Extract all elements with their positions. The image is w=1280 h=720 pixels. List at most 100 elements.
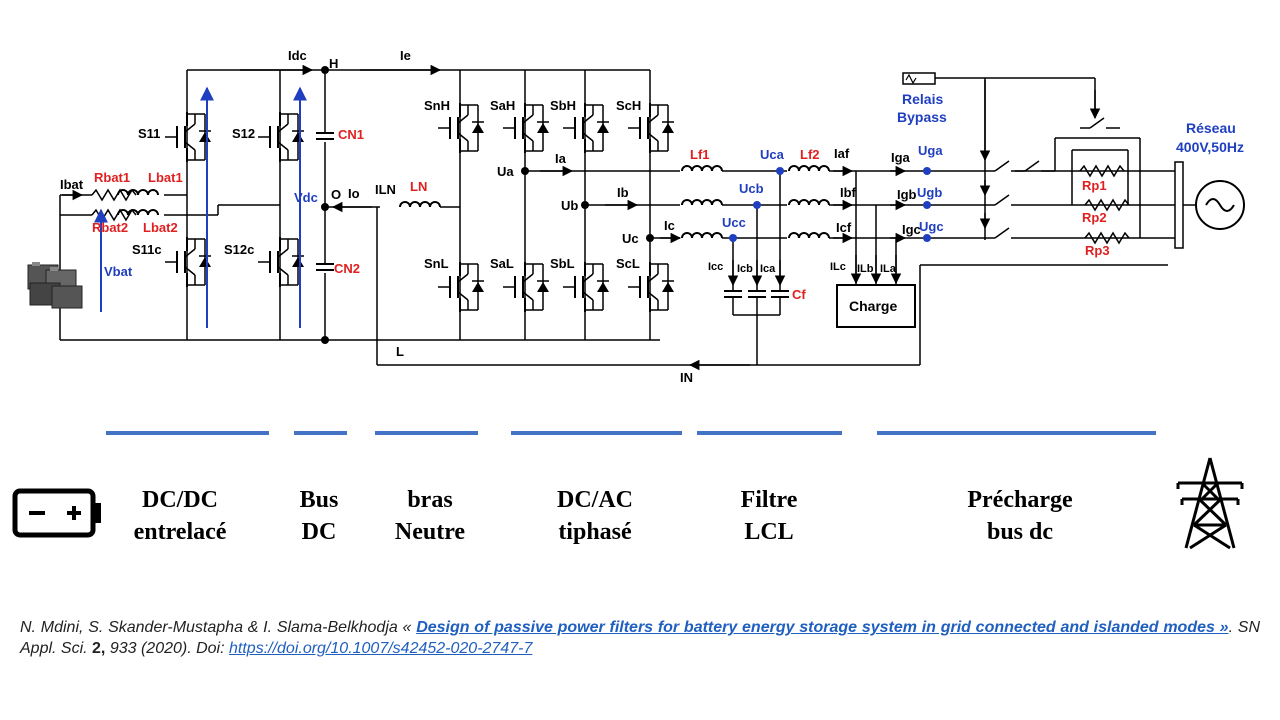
citation-doi-link[interactable]: https://doi.org/10.1007/s42452-020-2747-… (229, 640, 533, 657)
label-Ibf: Ibf (840, 185, 857, 200)
label-ie: Ie (400, 48, 411, 63)
label-bypass: Bypass (897, 109, 947, 125)
circuit-diagram: Idc H Ie L O Io ILN IN S11 S12 S11c S12c… (27, 48, 1245, 385)
battery-pack-icon (27, 262, 83, 309)
label-Lf2: Lf2 (800, 147, 820, 162)
section-title-lcl-line2: LCL (744, 519, 794, 545)
section-line-precharge (877, 431, 1156, 435)
label-SaH: SaH (490, 98, 515, 113)
label-ILb: ILb (857, 263, 874, 275)
section-title-dcdc: DC/DC entrelacé (110, 484, 250, 548)
citation-pages: 933 (2020). Doi: (105, 640, 229, 657)
section-title-bus: Bus DC (283, 484, 355, 548)
label-Vdc: Vdc (294, 190, 318, 205)
inductor-Lbat2 (117, 209, 159, 216)
label-ibat: Ibat (60, 177, 84, 192)
label-Uc: Uc (622, 231, 639, 246)
inductor-Lbat1 (117, 189, 159, 196)
label-SbL: SbL (550, 256, 575, 271)
inductor-Lf1-b (681, 199, 723, 206)
label-Icf: Icf (836, 220, 852, 235)
citation-authors: N. Mdini, S. Skander-Mustapha & I. Slama… (20, 619, 417, 636)
label-reseau-rating: 400V,50Hz (1176, 139, 1244, 155)
battery-icon (12, 488, 101, 538)
label-Ucc: Ucc (722, 215, 746, 230)
label-ScH: ScH (616, 98, 641, 113)
inductor-Lf1-c (681, 232, 723, 239)
label-Ica: Ica (760, 263, 776, 275)
label-Ub: Ub (561, 198, 578, 213)
label-O: O (331, 187, 341, 202)
label-Ucb: Ucb (739, 181, 764, 196)
section-line-lcl (697, 431, 842, 435)
label-Icc: Icc (708, 261, 723, 273)
inductor-Lf2-a (788, 165, 830, 172)
section-title-neutre-line2: Neutre (394, 519, 466, 545)
igbt-S12 (257, 111, 305, 163)
section-title-precharge-line2: bus dc (986, 519, 1054, 545)
label-Ua: Ua (497, 164, 514, 179)
label-ILa: ILa (880, 263, 897, 275)
section-title-dcdc-line1: DC/DC (142, 487, 218, 513)
section-line-neutre (375, 431, 478, 435)
label-CN1: CN1 (338, 127, 364, 142)
section-line-dcac (511, 431, 682, 435)
label-relais: Relais (902, 91, 943, 107)
igbt-S11c (164, 236, 212, 288)
label-H: H (329, 56, 338, 71)
section-title-precharge-line1: Précharge (967, 487, 1073, 513)
label-Ic: Ic (664, 218, 675, 233)
inductor-Lf2-b (788, 199, 830, 206)
label-Cf: Cf (792, 287, 806, 302)
transmission-tower-icon (1176, 457, 1244, 550)
label-Ib: Ib (617, 185, 629, 200)
igbt-S11 (164, 111, 212, 163)
switch-bypass-a (984, 160, 1026, 172)
label-Lbat1: Lbat1 (148, 170, 183, 185)
section-line-dcdc (106, 431, 269, 435)
label-CN2: CN2 (334, 261, 360, 276)
label-IN: IN (680, 370, 693, 385)
inductor-LN (399, 201, 441, 208)
label-Vbat: Vbat (104, 264, 133, 279)
citation-journal: . SN Appl. Sci. (20, 619, 1260, 657)
label-Icb: Icb (737, 263, 753, 275)
label-Rbat2: Rbat2 (92, 220, 128, 235)
citation-title-link[interactable]: Design of passive power filters for batt… (416, 619, 1229, 636)
label-Lf1: Lf1 (690, 147, 710, 162)
section-title-bus-line1: Bus (299, 487, 339, 513)
label-Rbat1: Rbat1 (94, 170, 130, 185)
section-title-neutre: bras Neutre (380, 484, 480, 548)
label-Igc: Igc (902, 222, 921, 237)
label-Rp1: Rp1 (1082, 178, 1107, 193)
label-Lbat2: Lbat2 (143, 220, 178, 235)
label-Uca: Uca (760, 147, 785, 162)
label-Ia: Ia (555, 151, 567, 166)
label-S11: S11 (138, 126, 160, 141)
section-title-bus-line2: DC (301, 519, 337, 545)
label-ScL: ScL (616, 256, 640, 271)
label-S12: S12 (232, 126, 255, 141)
label-Ugc: Ugc (919, 219, 944, 234)
section-title-dcac-line2: tiphasé (558, 519, 632, 545)
label-io: Io (348, 186, 360, 201)
label-idc: Idc (288, 48, 307, 63)
label-Iaf: Iaf (834, 146, 850, 161)
citation: N. Mdini, S. Skander-Mustapha & I. Slama… (20, 617, 1260, 659)
label-SbH: SbH (550, 98, 576, 113)
switch-main-a (1014, 160, 1056, 172)
citation-volume: 2, (92, 640, 106, 657)
label-SnL: SnL (424, 256, 449, 271)
label-Uga: Uga (918, 143, 943, 158)
section-title-neutre-line1: bras (407, 487, 453, 513)
label-S11c: S11c (132, 242, 162, 257)
label-SaL: SaL (490, 256, 514, 271)
section-title-dcdc-line2: entrelacé (133, 519, 227, 545)
label-Rp2: Rp2 (1082, 210, 1107, 225)
label-charge: Charge (849, 298, 897, 314)
inductor-Lf1-a (681, 165, 723, 172)
label-L: L (396, 344, 404, 359)
section-title-precharge: Précharge bus dc (940, 484, 1100, 548)
inductor-Lf2-c (788, 232, 830, 239)
label-Ugb: Ugb (917, 185, 942, 200)
